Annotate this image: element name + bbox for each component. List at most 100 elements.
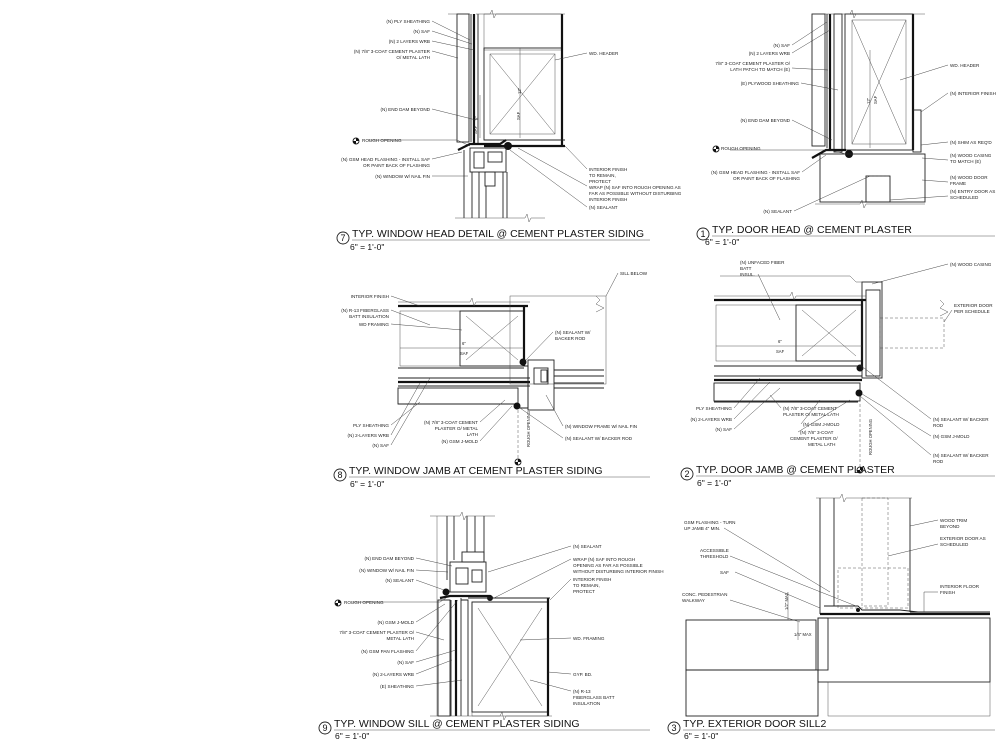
rough-opening-icon	[514, 458, 522, 466]
d2-label: (N) SEALANT W/ BACKER	[933, 417, 989, 422]
d1-title: TYP. DOOR HEAD @ CEMENT PLASTER	[712, 224, 912, 236]
d9-label: (N) 2-LAYERS WRB	[372, 672, 414, 677]
rough-opening-icon	[334, 599, 342, 607]
d7-label: TO REMAIN,	[589, 173, 616, 178]
d1-label: TO MATCH (E)	[950, 159, 981, 164]
d2-label: (N) 7/8" 3-COAT CEMENT	[783, 406, 837, 411]
d7-label: (N) WINDOW W/ NAIL FIN	[375, 174, 430, 179]
d9-label: WRAP (N) SAF INTO ROUGH	[573, 557, 635, 562]
d8-scale: 6" = 1'-0"	[350, 479, 384, 489]
d9-label: INTERIOR FINISH	[573, 577, 611, 582]
rough-opening-icon	[856, 466, 864, 474]
detail-2-door-jamb: 6" SAF ROUGH OPENING (N) UNFACED FIBER B…	[680, 260, 995, 488]
d2-label: CEMENT PLASTER O/	[790, 436, 838, 441]
d2-label: (N) SAF	[715, 427, 732, 432]
d3-dim: 1/4" MAX	[794, 632, 812, 637]
d1-label: 7/8" 3-COAT CEMENT PLASTER O/	[715, 61, 790, 66]
d1-label: (N) GSM HEAD FLASHING - INSTALL SAF	[711, 170, 800, 175]
d8-label: INTERIOR FINISH	[351, 294, 389, 299]
d8-label: (N) SAF	[372, 443, 389, 448]
d8-label: BACKER ROD	[555, 336, 586, 341]
d3-label: UP JAMB 4" MIN.	[684, 526, 720, 531]
d9-title: TYP. WINDOW SILL @ CEMENT PLASTER SIDING	[334, 718, 580, 730]
d8-label: ROUGH OPENING	[526, 411, 531, 447]
d2-label: ROUGH OPENING	[868, 419, 873, 455]
d8-number: 8	[337, 470, 342, 480]
svg-text:12": 12"	[517, 87, 522, 94]
d9-scale: 6" = 1'-0"	[335, 731, 369, 741]
d8-label: PLY SHEATHING	[353, 423, 389, 428]
svg-text:SAF: SAF	[460, 351, 469, 356]
d1-label: SCHEDULED	[950, 195, 979, 200]
detail-1-door-head: 12" SAF (N) SAF (N) 2 LAYERS WRB 7/8" 3-…	[696, 9, 996, 247]
d3-label: THRESHOLD	[700, 554, 729, 559]
d2-label: PLY SHEATHING	[696, 406, 732, 411]
d3-label: SCHEDULED	[940, 542, 969, 547]
svg-text:SAF: SAF	[473, 125, 478, 134]
svg-text:SAF: SAF	[776, 349, 785, 354]
d7-label: OR PAINT BACK OF FLASHING	[363, 163, 430, 168]
d1-label: FRAME	[950, 181, 966, 186]
d1-label: OR PAINT BACK OF FLASHING	[733, 176, 800, 181]
d8-label: (N) WINDOW FRAME W/ NAIL FIN	[565, 424, 637, 429]
d2-title: TYP. DOOR JAMB @ CEMENT PLASTER	[696, 464, 895, 476]
d9-label: PROTECT	[573, 589, 595, 594]
d2-label: (N) SEALANT W/ BACKER	[933, 453, 989, 458]
d3-label: ACCESSIBLE	[700, 548, 729, 553]
d9-label: ROUGH OPENING	[344, 600, 384, 605]
d3-label: CONC. PEDESTRIAN	[682, 592, 727, 597]
detail-7-window-head: 6" SAF 12" SAF (N) PLY SHEATHING (N) SAF…	[336, 9, 682, 252]
d1-label: ROUGH OPENING	[721, 146, 761, 151]
d1-label: (N) INTERIOR FINISH	[950, 91, 996, 96]
d9-label: (E) SHEATHING	[380, 684, 414, 689]
rough-opening-icon	[712, 145, 720, 153]
d2-label: INSUL.	[740, 272, 755, 277]
svg-text:SAF: SAF	[516, 111, 521, 120]
svg-text:12": 12"	[866, 97, 871, 104]
d9-label: FIBERGLASS BATT	[573, 695, 615, 700]
d9-label: (N) SEALANT	[385, 578, 414, 583]
d2-label: EXTERIOR DOOR	[954, 303, 993, 308]
d1-label: (N) 2 LAYERS WRB	[749, 51, 790, 56]
d9-label: (N) GSM J-MOLD	[378, 620, 415, 625]
d7-label: ROUGH OPENING	[362, 138, 402, 143]
d9-label: OPENING AS FAR AS POSSIBLE	[573, 563, 643, 568]
d3-number: 3	[671, 723, 676, 733]
d2-label: ROD	[933, 459, 944, 464]
d3-scale: 6" = 1'-0"	[684, 731, 718, 741]
d3-title: TYP. EXTERIOR DOOR SILL2	[683, 718, 827, 730]
d8-label: BATT INSULATION	[349, 314, 389, 319]
d9-label: INSULATION	[573, 701, 600, 706]
d1-scale: 6" = 1'-0"	[705, 237, 739, 247]
d7-label: PROTECT	[589, 179, 611, 184]
d7-label: (N) END DAM BEYOND	[380, 107, 430, 112]
svg-text:SAF: SAF	[873, 95, 878, 104]
d8-label: (N) SEALANT W/ BACKER ROD	[565, 436, 633, 441]
d9-label: WITHOUT DISTURBING INTERIOR FINISH	[573, 569, 664, 574]
d1-label: (N) WOOD CASING	[950, 153, 992, 158]
d9-label: TO REMAIN,	[573, 583, 600, 588]
d1-label: LATH PATCH TO MATCH (E)	[730, 67, 790, 72]
d9-label: (N) SAF	[397, 660, 414, 665]
d9-label: WD. FRAMING	[573, 636, 605, 641]
d8-label: LATH	[467, 432, 478, 437]
detail-9-window-sill: (N) END DAM BEYOND (N) WINDOW W/ NAIL FI…	[318, 511, 664, 741]
d8-label: WD FRAMING	[359, 322, 390, 327]
d1-label: WD. HEADER	[950, 63, 980, 68]
d3-label: SAF	[720, 570, 729, 575]
d9-number: 9	[322, 723, 327, 733]
d3-dim: 1/2" MAX	[784, 592, 789, 610]
d2-label: METAL LATH	[808, 442, 835, 447]
svg-text:6": 6"	[778, 339, 782, 344]
d1-number: 1	[700, 229, 705, 239]
d3-label: BEYOND	[940, 524, 960, 529]
d7-title: TYP. WINDOW HEAD DETAIL @ CEMENT PLASTER…	[352, 228, 644, 240]
d2-number: 2	[684, 469, 689, 479]
d8-label: (N) GSM J-MOLD	[442, 439, 479, 444]
d9-label: (N) END DAM BEYOND	[364, 556, 414, 561]
d2-label: ROD	[933, 423, 944, 428]
d7-label: (N) PLY SHEATHING	[386, 19, 430, 24]
d2-label: (N) GSM J-MOLD	[803, 422, 840, 427]
d7-scale: 6" = 1'-0"	[350, 242, 384, 252]
